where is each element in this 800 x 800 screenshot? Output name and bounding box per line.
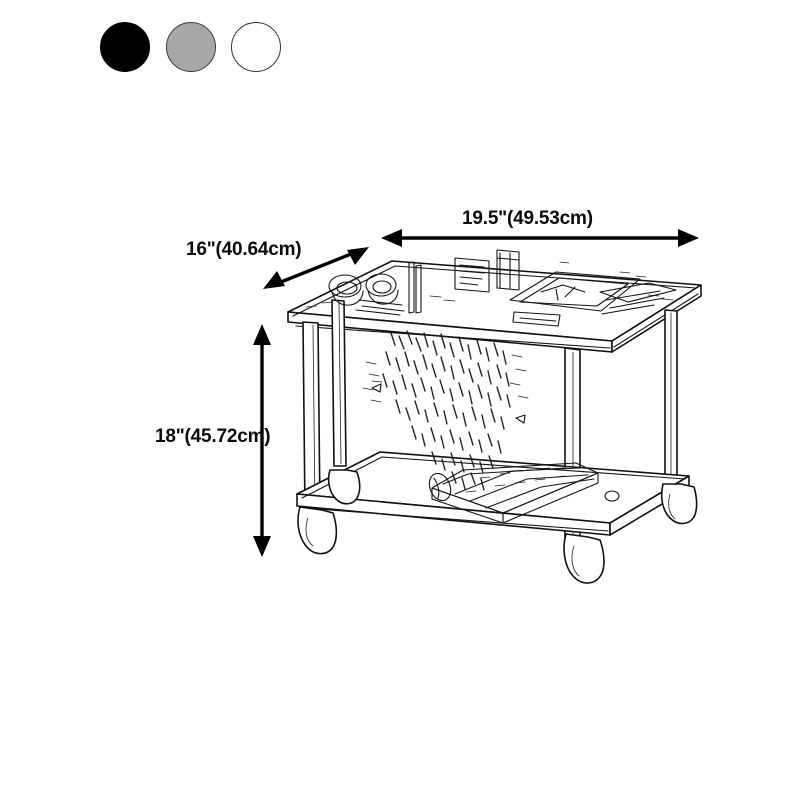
- depth-arrow: [263, 247, 369, 289]
- height-dimension-label: 18"(45.72cm): [155, 426, 271, 447]
- width-arrow: [381, 229, 699, 247]
- height-arrow: [253, 324, 271, 557]
- color-swatch-gray[interactable]: [166, 22, 216, 72]
- color-swatch-black[interactable]: [100, 22, 150, 72]
- color-swatch-group: [100, 22, 290, 76]
- depth-dimension-label: 16"(40.64cm): [186, 239, 302, 260]
- width-dimension-label: 19.5"(49.53cm): [462, 208, 593, 229]
- color-swatch-white[interactable]: [231, 22, 281, 72]
